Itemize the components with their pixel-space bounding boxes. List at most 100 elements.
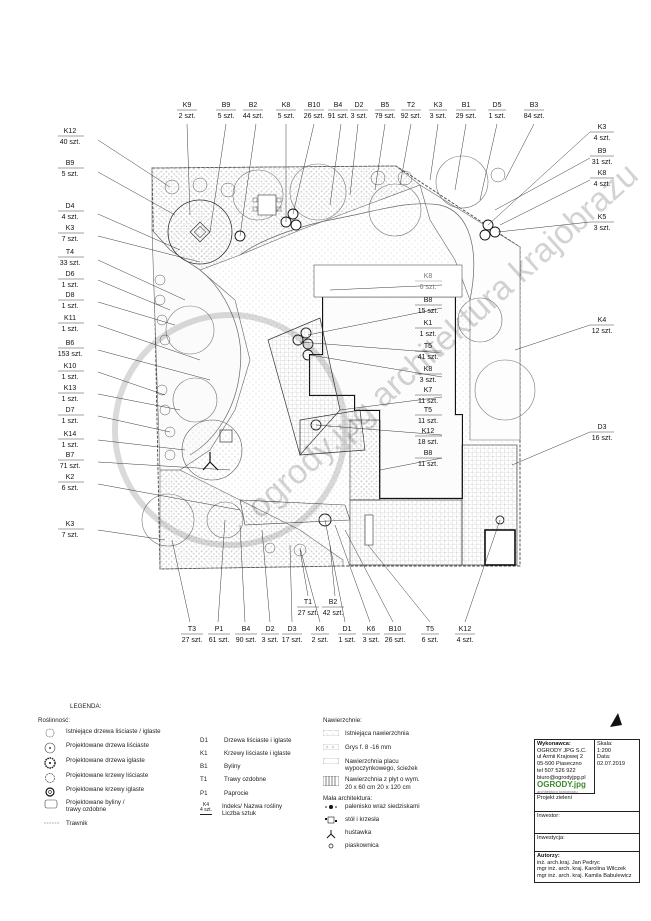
svg-text:K8: K8 xyxy=(598,170,607,177)
svg-text:29 szt.: 29 szt. xyxy=(456,113,477,120)
project-cell: Projekt zieleni xyxy=(535,794,639,812)
svg-text:K13: K13 xyxy=(64,385,77,392)
svg-text:K8: K8 xyxy=(424,366,433,373)
svg-text:1 szt.: 1 szt. xyxy=(62,303,79,310)
svg-text:B7: B7 xyxy=(66,452,75,459)
legend: LEGENDA: Roślinność: Istniejące drzewa l… xyxy=(38,703,528,853)
svg-text:3 szt.: 3 szt. xyxy=(262,637,279,644)
slab-paving-icon xyxy=(322,776,341,787)
svg-text:B4: B4 xyxy=(334,102,343,109)
svg-text:B3: B3 xyxy=(530,102,539,109)
svg-text:K3: K3 xyxy=(66,225,75,232)
investor-cell: Inwestor: xyxy=(535,812,639,834)
investment-cell: Inwestycja: xyxy=(535,834,639,852)
conifer-tree-icon xyxy=(44,757,62,769)
svg-text:1 szt.: 1 szt. xyxy=(62,282,79,289)
label-left-13: B7 71 szt. xyxy=(58,452,84,470)
svg-text:31 szt.: 31 szt. xyxy=(592,159,613,166)
svg-text:1 szt.: 1 szt. xyxy=(62,396,79,403)
fire-pit-area xyxy=(167,199,233,265)
svg-text:K3: K3 xyxy=(66,521,75,528)
svg-text:40 szt.: 40 szt. xyxy=(60,139,81,146)
svg-text:6 szt.: 6 szt. xyxy=(62,485,79,492)
label-bot-6: D11 szt. xyxy=(338,626,356,644)
legend-item: Projektowane krzewy iglaste xyxy=(44,786,144,797)
svg-text:K9: K9 xyxy=(183,102,192,109)
svg-text:15 szt.: 15 szt. xyxy=(418,308,439,315)
legend-plants-header: Roślinność: xyxy=(38,717,70,724)
legend-title: LEGENDA: xyxy=(70,703,102,710)
svg-text:B8: B8 xyxy=(424,297,433,304)
label-left-1: B95 szt. xyxy=(58,160,84,178)
label-right-3: K53 szt. xyxy=(590,214,614,232)
legend-item: Istniejąca nawierzchnia xyxy=(322,729,433,740)
svg-text:1 szt.: 1 szt. xyxy=(62,442,79,449)
svg-text:2 szt.: 2 szt. xyxy=(179,113,196,120)
svg-text:B9: B9 xyxy=(66,160,75,167)
legend-item: stół i krzesła xyxy=(323,816,433,826)
svg-text:11 szt.: 11 szt. xyxy=(418,398,438,405)
label-center-4: K83 szt. xyxy=(415,366,442,384)
legend-surfaces: Nawierzchnie: Istniejąca nawierzchnia Gr… xyxy=(322,717,433,852)
svg-text:T5: T5 xyxy=(426,626,434,633)
svg-text:4 szt.: 4 szt. xyxy=(62,214,79,221)
svg-text:26 szt.: 26 szt. xyxy=(385,637,406,644)
path-southwest xyxy=(239,499,351,526)
deciduous-shrub-icon xyxy=(44,772,62,783)
sandbox xyxy=(219,429,233,443)
svg-text:1 szt.: 1 szt. xyxy=(339,637,356,644)
label-top-5: B4 91 szt. xyxy=(328,102,349,120)
svg-text:B10: B10 xyxy=(389,626,402,633)
svg-text:84 szt.: 84 szt. xyxy=(524,113,545,120)
existing-tree-icon xyxy=(44,728,62,738)
existing-surface-icon xyxy=(322,729,341,740)
svg-text:T2: T2 xyxy=(407,102,415,109)
svg-text:91 szt.: 91 szt. xyxy=(328,113,349,120)
svg-text:K7: K7 xyxy=(424,387,433,394)
label-left-5: D61 szt. xyxy=(58,271,84,289)
svg-text:7 szt.: 7 szt. xyxy=(62,236,79,243)
garage-box xyxy=(484,529,516,566)
label-left-15: K37 szt. xyxy=(58,521,84,539)
label-top-3: K85 szt. xyxy=(276,102,296,120)
svg-text:3 szt.: 3 szt. xyxy=(430,113,447,120)
svg-text:K2: K2 xyxy=(66,474,75,481)
svg-text:26 szt.: 26 szt. xyxy=(304,113,325,120)
svg-text:71 szt.: 71 szt. xyxy=(60,463,81,470)
legend-item: Projektowane drzewa iglaste xyxy=(44,757,145,769)
legend-item: Istniejące drzewa liściaste / iglaste xyxy=(44,728,161,738)
svg-text:4 szt.: 4 szt. xyxy=(594,181,611,188)
svg-text:61 szt.: 61 szt. xyxy=(209,637,230,644)
legend-item: Projektowane drzewa liściaste xyxy=(44,742,149,754)
label-bot-7: K63 szt. xyxy=(362,626,380,644)
svg-text:D5: D5 xyxy=(493,102,502,109)
label-bot-9: T5 6 szt. xyxy=(421,626,439,644)
perennials-icon xyxy=(44,799,62,809)
svg-text:D3: D3 xyxy=(288,626,297,633)
label-bot-3: D23 szt. xyxy=(261,626,279,644)
svg-text:B9: B9 xyxy=(598,148,607,155)
svg-text:6 szt.: 6 szt. xyxy=(422,637,439,644)
svg-text:K6: K6 xyxy=(367,626,376,633)
svg-text:B2: B2 xyxy=(249,102,258,109)
svg-text:K1: K1 xyxy=(424,320,433,327)
svg-text:B6: B6 xyxy=(66,340,75,347)
label-center-2: K11 szt. xyxy=(415,320,442,338)
svg-text:4 szt.: 4 szt. xyxy=(594,135,611,142)
legend-item: Projektowane krzewy liściaste xyxy=(44,772,148,783)
label-bot-5: K62 szt. xyxy=(311,626,329,644)
svg-text:12 szt.: 12 szt. xyxy=(592,328,613,335)
